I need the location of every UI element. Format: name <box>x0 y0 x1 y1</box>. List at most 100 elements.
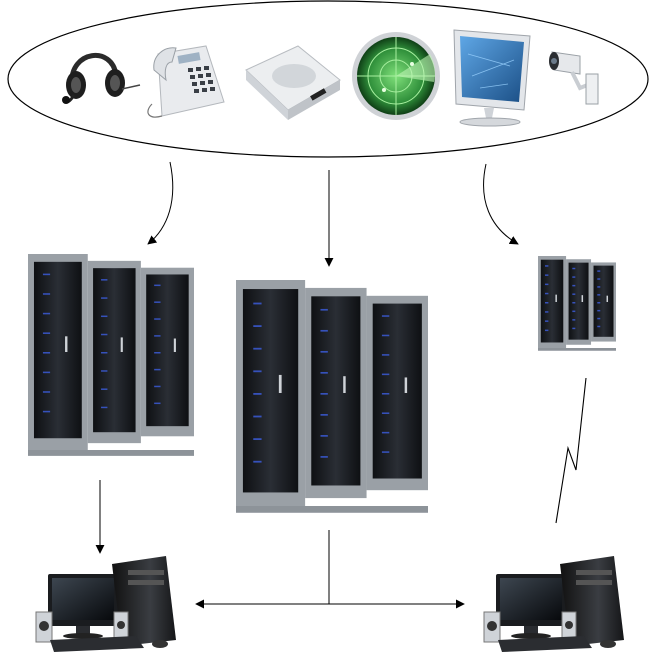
rack-base <box>28 450 194 456</box>
rack-led <box>545 265 549 267</box>
rack-led <box>572 284 576 287</box>
rack-led <box>572 293 576 295</box>
rack-led <box>42 410 51 413</box>
server-rack-left <box>28 254 194 456</box>
rack-led <box>320 414 328 416</box>
rack-led <box>253 347 262 350</box>
rack-led <box>597 286 601 288</box>
rack-led <box>545 329 549 332</box>
source-ellipse <box>7 0 649 158</box>
rack-led <box>545 302 549 304</box>
speaker-icon <box>245 45 341 120</box>
rack-unit-door <box>33 261 82 439</box>
rack-led <box>253 393 262 395</box>
rack-led <box>253 460 262 463</box>
rack-base <box>236 506 428 513</box>
rack-handle <box>606 295 609 302</box>
rack-base <box>538 348 616 351</box>
rack-led <box>320 329 328 332</box>
rack-led <box>42 273 51 276</box>
rack-handle <box>555 294 557 302</box>
headset-icon <box>62 52 141 104</box>
radar-icon <box>352 32 440 120</box>
rack-led <box>253 325 262 328</box>
rack-handle <box>581 295 584 302</box>
rack-handle <box>343 376 346 393</box>
rack-led <box>320 350 328 353</box>
workstation-right <box>483 556 624 652</box>
rack-led <box>101 406 108 409</box>
rack-led <box>572 310 576 313</box>
rack-led <box>381 451 390 453</box>
rack-handle <box>404 377 408 393</box>
rack-led <box>572 319 576 321</box>
rack-unit-door <box>242 289 299 493</box>
rack-handle <box>65 336 68 352</box>
rack-led <box>572 302 576 304</box>
rack-led <box>154 352 161 354</box>
rack-unit-door <box>372 303 422 479</box>
rack-led <box>597 278 601 280</box>
connections <box>95 161 587 609</box>
rack-led <box>597 270 601 272</box>
rack-unit-door <box>93 268 136 433</box>
rack-led <box>597 302 601 304</box>
rack-led <box>320 371 328 374</box>
rack-led <box>381 334 390 337</box>
server-rack-icon <box>538 256 616 351</box>
rack-led <box>572 267 576 270</box>
rack-led <box>572 327 576 330</box>
rack-led <box>154 335 161 337</box>
security-camera-icon <box>549 51 599 105</box>
rack-led <box>42 293 51 295</box>
rack-led <box>597 325 601 328</box>
server-rack-right <box>538 256 616 351</box>
rack-unit-door <box>568 262 589 340</box>
rack-led <box>42 312 51 315</box>
server-racks <box>28 254 616 513</box>
server-rack-center <box>236 280 428 513</box>
rack-led <box>154 385 161 388</box>
rack-led <box>545 320 549 322</box>
rack-handle <box>173 338 176 352</box>
desktop-computer-icon <box>483 556 624 652</box>
rack-led <box>253 302 262 305</box>
server-rack-icon <box>28 254 194 456</box>
rack-led <box>101 370 108 372</box>
rack-handle <box>120 337 123 352</box>
wireless-link-zigzag <box>555 377 587 524</box>
rack-led <box>320 308 328 311</box>
rack-led <box>42 391 51 393</box>
rack-led <box>545 274 549 276</box>
source-devices-group <box>7 0 649 158</box>
rack-led <box>101 279 108 281</box>
rack-led <box>572 276 576 278</box>
rack-led <box>320 435 328 437</box>
rack-led <box>101 352 108 354</box>
rack-led <box>381 315 390 317</box>
rack-led <box>101 388 108 390</box>
rack-led <box>101 297 108 299</box>
rack-led <box>545 311 549 313</box>
rack-unit-door <box>146 274 189 427</box>
rack-led <box>154 318 161 320</box>
rack-led <box>154 402 161 405</box>
server-rack-icon <box>236 280 428 513</box>
rack-led <box>320 393 328 395</box>
rack-led <box>597 317 601 320</box>
rack-led <box>154 284 161 287</box>
rack-led <box>597 294 601 296</box>
rack-led <box>253 370 262 373</box>
workstation-left <box>35 556 176 652</box>
desk-phone-icon <box>147 45 225 118</box>
rack-led <box>320 456 328 458</box>
connector-ellipse-to-left-rack <box>147 161 174 245</box>
rack-led <box>154 368 161 371</box>
rack-led <box>101 333 108 336</box>
rack-led <box>42 332 51 334</box>
rack-led <box>597 309 601 312</box>
monitor-icon <box>453 29 531 127</box>
connector-ellipse-to-right-rack <box>483 163 519 245</box>
rack-led <box>381 431 390 434</box>
rack-led <box>545 292 549 295</box>
